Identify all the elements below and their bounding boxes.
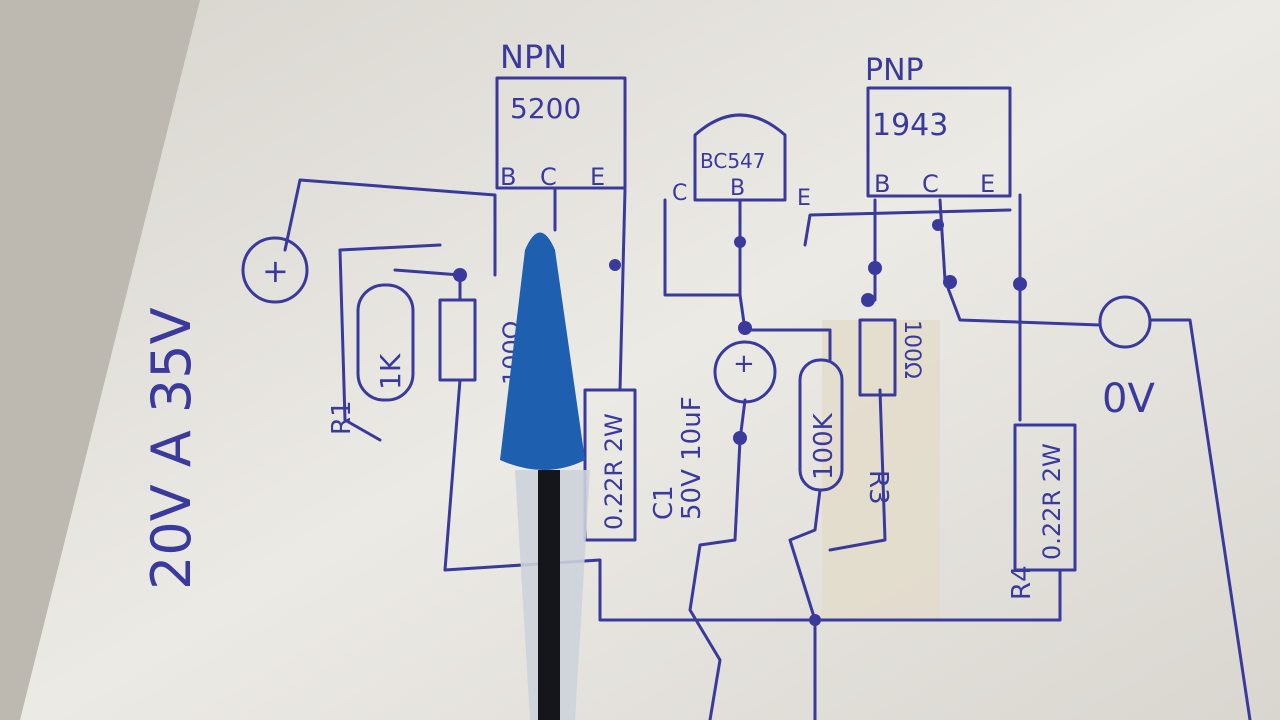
driver-part-label: BC547	[700, 149, 766, 173]
paper-sheet	[20, 0, 1280, 720]
junction-dots	[453, 219, 1027, 626]
pnp-base-resistor-value: 100Ω	[899, 320, 924, 379]
r3-value: 100K	[809, 412, 839, 480]
resistor-r3: 100K R3	[798, 358, 893, 505]
capacitor-c1: + 50V 10uF C1	[649, 340, 777, 520]
pnp-transistor: PNP 1943 B C E	[865, 53, 1012, 198]
pnp-pin-e: E	[980, 170, 995, 198]
driver-pin-b: B	[730, 176, 745, 201]
capacitor-value: 50V 10uF	[677, 396, 707, 520]
r1-value: 1K	[374, 353, 407, 390]
capacitor-polarity: +	[733, 349, 755, 379]
npn-pin-e: E	[590, 163, 605, 191]
supply-terminal-symbol: +	[262, 252, 289, 290]
supply-voltage-label: 20V A 35V	[140, 307, 203, 590]
resistor-r4: 0.22R 2W R4	[1007, 423, 1077, 600]
pnp-part-label: 1943	[872, 108, 948, 143]
pnp-pin-b: B	[874, 170, 890, 198]
driver-pin-e: E	[797, 186, 811, 211]
driver-transistor: BC547 C B E	[672, 113, 811, 211]
npn-type-label: NPN	[500, 38, 567, 76]
r4-name: R4	[1007, 565, 1037, 600]
resistor-r1: 1K R1	[327, 283, 415, 435]
resistor-npn-emitter: 0.22R 2W	[583, 388, 637, 542]
ballpoint-pen	[500, 232, 590, 720]
ground-label: 0V	[1102, 376, 1155, 422]
npn-emitter-resistor-value: 0.22R 2W	[600, 413, 628, 530]
r3-name: R3	[863, 470, 893, 505]
npn-transistor: NPN 5200 B C E	[495, 38, 627, 191]
supply-terminal: +	[241, 236, 309, 304]
pnp-type-label: PNP	[865, 53, 924, 88]
pnp-pin-c: C	[922, 170, 939, 198]
npn-pin-b: B	[500, 163, 516, 191]
r4-value: 0.22R 2W	[1038, 443, 1066, 560]
npn-pin-c: C	[540, 163, 557, 191]
driver-pin-c: C	[672, 181, 687, 206]
capacitor-name: C1	[649, 485, 679, 520]
r1-name: R1	[327, 400, 357, 435]
ground-terminal: 0V	[1098, 295, 1155, 422]
npn-part-label: 5200	[510, 92, 581, 125]
resistor-pnp-base: 100Ω	[858, 318, 924, 397]
